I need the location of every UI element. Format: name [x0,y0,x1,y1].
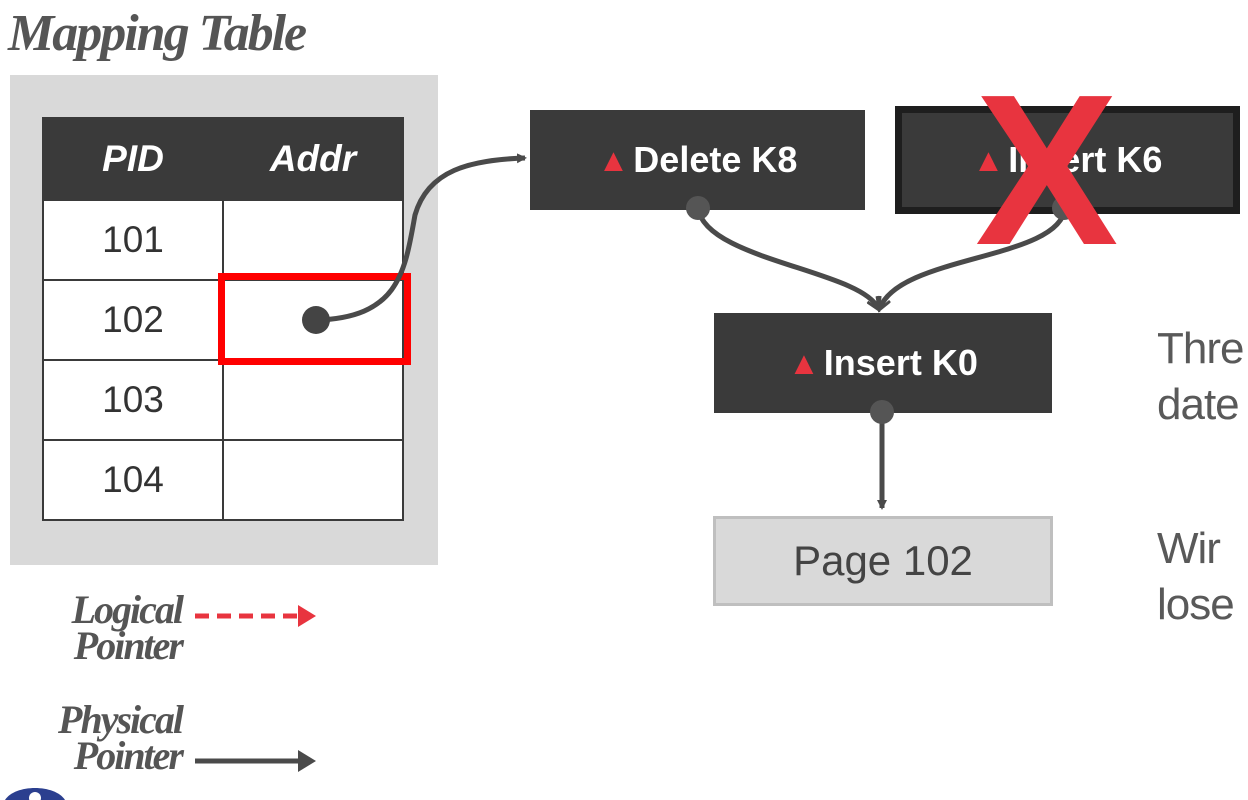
addr-highlight-box [218,273,411,365]
diagram-title: Mapping Table [8,5,307,62]
table-row: 104 [42,439,404,521]
delta-node-insert-k0: ▲ Insert K0 [714,313,1052,413]
legend-label-line: Pointer [73,623,184,668]
legend-logical-pointer: Logical Pointer [0,587,184,668]
node-connector-dot [870,400,894,424]
addr-header: Addr [222,117,404,201]
pointer-origin-dot [302,306,330,334]
pid-header: PID [42,117,224,201]
delta-node-delete-k8: ▲ Delete K8 [530,110,865,210]
table-row: 102 [42,279,404,361]
side-text-line: lose [1157,580,1235,629]
university-seal-logo [5,788,65,800]
pid-cell: 103 [42,359,224,441]
table-header-row: PID Addr [42,117,404,201]
failed-cas-x-mark: X [975,49,1119,290]
pid-cell: 101 [42,199,224,281]
physical-pointer-insert-k6-to-insert-k0 [880,207,1068,308]
side-text-line: Thre [1157,324,1244,373]
delta-node-label: Insert K0 [823,342,978,383]
pid-cell: 102 [42,279,224,361]
legend-label-line: Logical [71,587,184,632]
addr-cell [222,439,404,521]
delta-node-label: Delete K8 [633,139,798,180]
node-connector-dot [1052,196,1076,220]
physical-pointer-delete-to-insert-k0 [695,207,878,308]
delta-node-label: Insert K6 [1008,139,1163,180]
delta-icon: ▲ [788,344,820,381]
delta-icon: ▲ [597,141,630,178]
pid-cell: 104 [42,439,224,521]
node-connector-dot [686,196,710,220]
side-text-line: date [1157,380,1240,429]
logical-pointer-legend-arrowhead [298,605,316,627]
base-page-102: Page 102 [713,516,1053,606]
legend-physical-pointer: Physical Pointer [0,697,184,778]
table-row: 103 [42,359,404,441]
physical-pointer-legend-arrowhead [298,750,316,772]
side-text-line: Wir [1157,524,1221,573]
legend-label-line: Physical [58,697,184,742]
delta-icon: ▲ [972,141,1005,178]
physical-pointer-table-to-delete [315,153,527,323]
legend-label-line: Pointer [73,733,184,778]
